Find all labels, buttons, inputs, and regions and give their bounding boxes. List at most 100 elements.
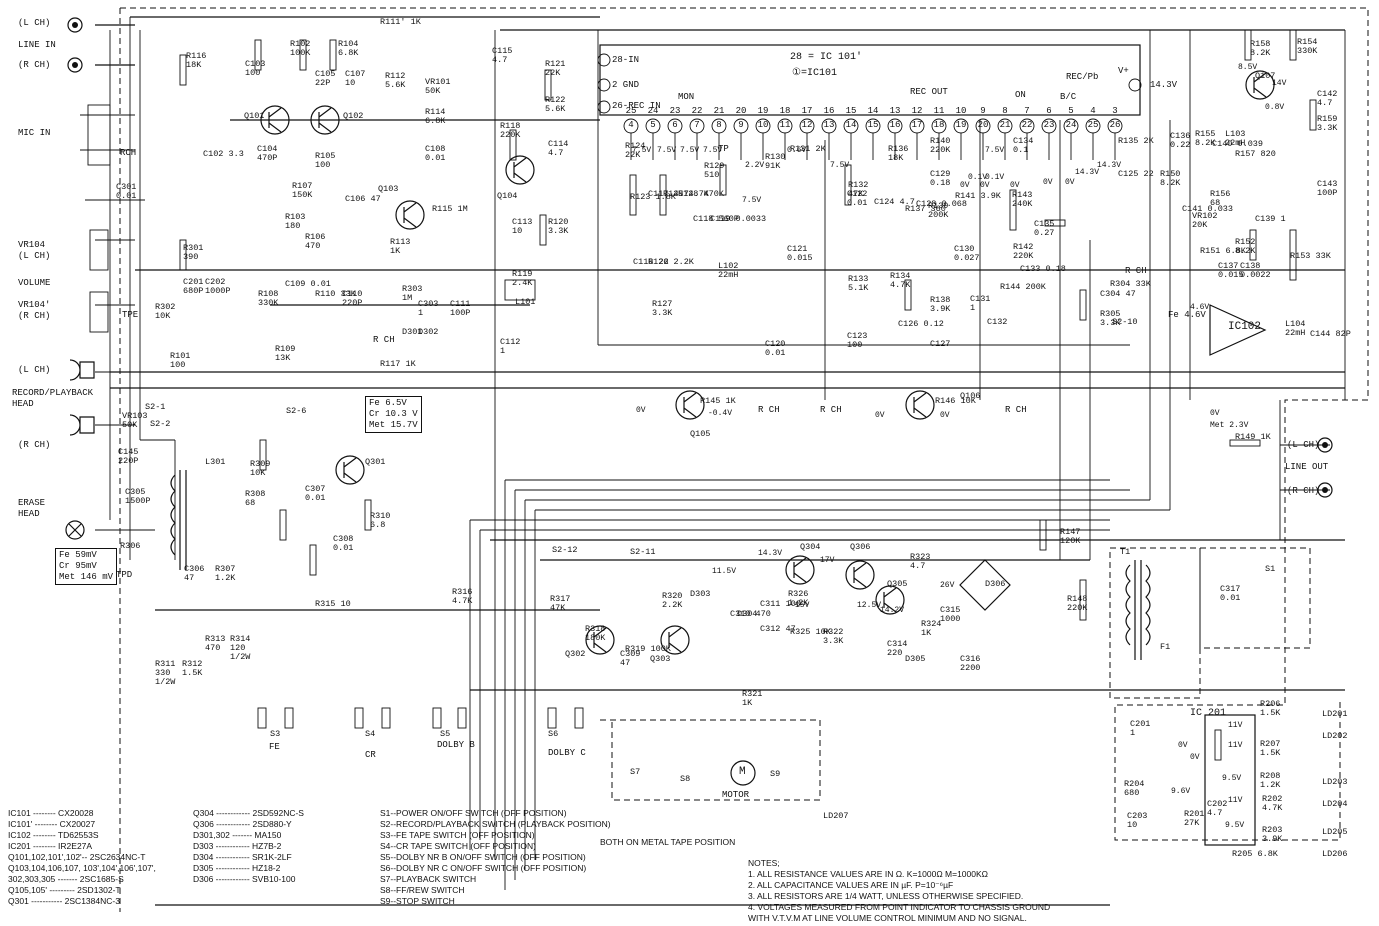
bom-row: 302,303,305 ------- 2SC1685-S: [8, 874, 124, 884]
transistor-symbol-6: [335, 455, 365, 485]
component-label: C312 47: [760, 624, 796, 634]
bom-row: D304 ------------ SR1K-2LF: [193, 852, 292, 862]
component-label: C103 100: [245, 59, 266, 78]
component-label: D303: [690, 589, 711, 599]
component-label: C137 0.015: [1218, 261, 1244, 280]
component-label: R113 1K: [390, 237, 411, 256]
component-label: S2-2: [150, 419, 171, 429]
component-label: L103 22mH: [1225, 129, 1246, 148]
voltage-label: 11V: [1228, 741, 1243, 750]
component-label: R126 2.2K: [648, 257, 694, 267]
component-label: C306 47: [184, 564, 205, 583]
test-point-tp: TP: [718, 144, 729, 154]
component-label: VR101 50K: [425, 77, 451, 96]
line-out-label: LINE OUT: [1285, 462, 1329, 472]
component-label: R308 68: [245, 489, 266, 508]
component-label: C122 0.01: [847, 189, 868, 208]
bom-row: Q306 ------------ 2SD880-Y: [193, 819, 292, 829]
transistor-symbol-10: [875, 585, 905, 615]
switch-row: S9--STOP SWITCH: [380, 896, 455, 906]
switch-row: S3--FE TAPE SWITCH (OFF POSITION): [380, 830, 535, 840]
ic101-pin-3: 7: [694, 120, 700, 130]
bias-level-cr: Cr 10.3 V: [369, 409, 418, 419]
ic101-pin-12: 16: [889, 120, 901, 130]
ic101-pin-row: [623, 118, 1123, 160]
voltage-label: 0V: [1190, 753, 1200, 762]
ic101-pin-17: 21: [999, 120, 1011, 130]
bom-row: D306 ------------ SVB10-100: [193, 874, 296, 884]
head-r-label: (R CH): [18, 440, 51, 450]
switch-row: S4--CR TAPE SWITCH (OFF POSITION): [380, 841, 536, 851]
rec-pb-head-label: RECORD/PLAYBACK HEAD: [12, 388, 94, 409]
voltage-label: 0V: [1210, 409, 1220, 418]
ic101-pin-top-17: 8: [1002, 106, 1008, 116]
component-label: C315 1000: [940, 605, 961, 624]
component-label: C127: [930, 339, 951, 349]
switch-row: S7--PLAYBACK SWITCH: [380, 874, 477, 884]
component-label: R208 1.2K: [1260, 771, 1281, 790]
component-label: R155 8.2K: [1195, 129, 1216, 148]
component-label: Q107: [1255, 71, 1276, 81]
voltage-label: 0V: [980, 181, 990, 190]
ic101-pin-top-5: 20: [735, 106, 747, 116]
component-label: Q105: [690, 429, 711, 439]
component-label: R151 6.8K: [1200, 246, 1246, 256]
component-label: R114 6.8K: [425, 107, 446, 126]
ic101-pin-top-12: 13: [889, 106, 901, 116]
component-label: R127 3.3K: [652, 299, 673, 318]
component-label: R132 47K: [848, 180, 869, 199]
ic101-pin-11: 15: [867, 120, 879, 130]
voltage-label: 17V: [820, 556, 835, 565]
bom-row: IC201 -------- IR2E27A: [8, 841, 93, 851]
component-label: C303 1: [418, 299, 439, 318]
dolby-c-label: DOLBY C: [548, 748, 586, 758]
component-label: R149 1K: [1235, 432, 1271, 442]
bom-row: IC101 -------- CX20028: [8, 808, 94, 818]
component-label: R102 100K: [290, 39, 311, 58]
component-label: F1: [1160, 642, 1171, 652]
transistor-symbol-2: [395, 200, 425, 230]
vr104-r-label: VR104' (R CH): [18, 300, 51, 321]
ic101-pin-6: 10: [757, 120, 769, 130]
component-label: C113 10: [512, 217, 533, 236]
component-label: D302: [418, 327, 439, 337]
component-label: C133 0.18: [1020, 264, 1066, 274]
ic102-label: IC102: [1228, 321, 1262, 333]
erase-level-cr: Cr 95mV: [59, 561, 97, 571]
component-label: R301 390: [183, 243, 204, 262]
ic101-pin-top-7: 18: [779, 106, 791, 116]
voltage-label: 0.8V: [1265, 103, 1285, 112]
bom-row: Q301 ----------- 2SC1384NC-3: [8, 896, 120, 906]
component-label: R150 8.2K: [1160, 169, 1181, 188]
component-label: C308 0.01: [333, 534, 354, 553]
head-l-label: (L CH): [18, 365, 51, 375]
component-label: C108 0.01: [425, 144, 446, 163]
component-label: C123 100: [847, 331, 868, 350]
voltage-label: 0V: [636, 406, 646, 415]
ic101-pin-top-2: 23: [669, 106, 681, 116]
ic101-pin-0: 4: [628, 120, 634, 130]
voltage-label: 11V: [1228, 721, 1243, 730]
component-label: R134 4.7K: [890, 271, 911, 290]
component-label: C317 0.01: [1220, 584, 1241, 603]
ic101-pin-4: 8: [716, 120, 722, 130]
transistor-leads-3: [513, 157, 527, 183]
ic101-pin-18: 22: [1021, 120, 1033, 130]
ic101-def-1: 28 = IC 101': [790, 52, 863, 63]
switch-row: S1--POWER ON/OFF SWITCH (OFF POSITION): [380, 808, 567, 818]
transistor-symbol-4: [675, 390, 705, 420]
switch-row: S5--DOLBY NR B ON/OFF SWITCH (OFF POSITI…: [380, 852, 586, 862]
component-label: Q103: [378, 184, 399, 194]
voltage-label: 15V: [795, 601, 810, 610]
transistor-leads-4: [683, 392, 697, 418]
component-label: C102 3.3: [203, 149, 244, 159]
bom-row: IC101' -------- CX20027: [8, 819, 96, 829]
component-label: R156 68: [1210, 189, 1231, 208]
component-label: Q104: [497, 191, 518, 201]
voltage-label: 0V: [960, 181, 970, 190]
ic101-mon: MON: [678, 92, 695, 102]
component-label: LD206: [1322, 849, 1348, 859]
ic101-pin-21: 25: [1087, 120, 1099, 130]
fe-46: Fe 4.6V: [1168, 310, 1206, 320]
